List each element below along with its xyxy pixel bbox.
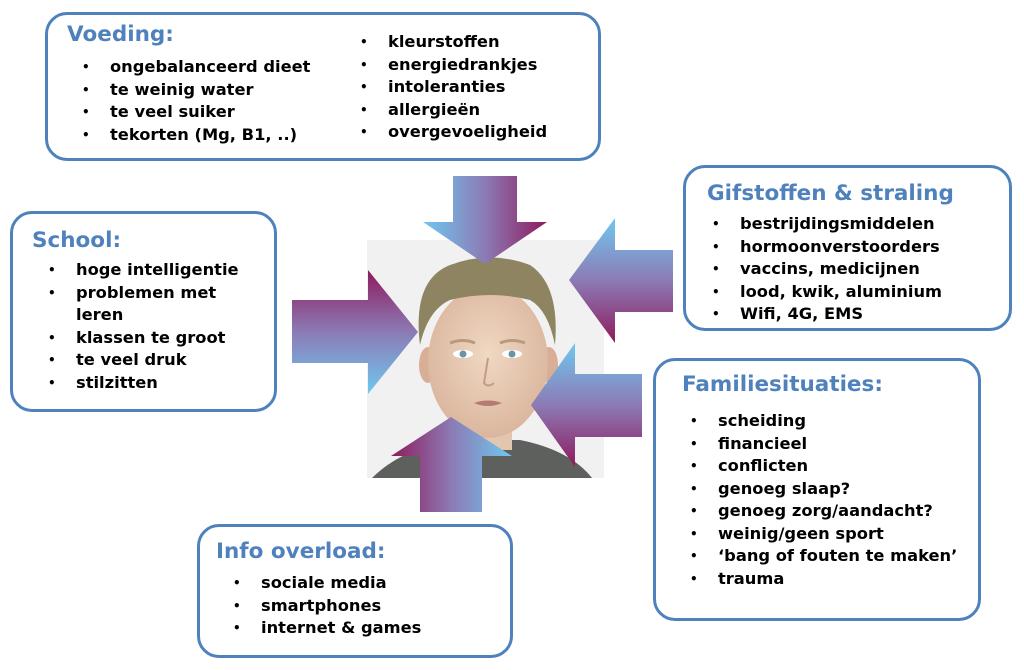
list-item: weinig/geen sport <box>690 523 957 546</box>
info-title: Info overload: <box>216 539 386 564</box>
list-item: bestrijdingsmiddelen <box>712 213 942 236</box>
list-item: stilzitten <box>48 372 258 395</box>
list-item: hormoonverstoorders <box>712 236 942 259</box>
list-item: te veel suiker <box>82 101 310 124</box>
list-item: smartphones <box>233 595 421 618</box>
school-list: hoge intelligentie problemen met leren k… <box>48 259 258 394</box>
list-item: genoeg slaap? <box>690 478 957 501</box>
voeding-list-right: kleurstoffen energiedrankjes intoleranti… <box>360 31 547 144</box>
list-item: hoge intelligentie <box>48 259 258 282</box>
list-item: Wifi, 4G, EMS <box>712 303 942 326</box>
voeding-list-left: ongebalanceerd dieet te weinig water te … <box>82 56 310 146</box>
familie-title: Familiesituaties: <box>682 372 883 397</box>
arrow-from-familie <box>531 343 642 467</box>
list-item: financieel <box>690 433 957 456</box>
list-item: vaccins, medicijnen <box>712 258 942 281</box>
info-list: sociale media smartphones internet & gam… <box>233 572 421 640</box>
list-item: genoeg zorg/aandacht? <box>690 500 957 523</box>
arrow-from-voeding <box>423 176 547 264</box>
school-title: School: <box>32 228 122 253</box>
gifstoffen-title: Gifstoffen & straling <box>707 181 954 206</box>
list-item: sociale media <box>233 572 421 595</box>
list-item: energiedrankjes <box>360 54 547 77</box>
gifstoffen-list: bestrijdingsmiddelen hormoonverstoorders… <box>712 213 942 326</box>
list-item: lood, kwik, aluminium <box>712 281 942 304</box>
voeding-title: Voeding: <box>67 22 174 47</box>
list-item: intoleranties <box>360 76 547 99</box>
list-item: trauma <box>690 568 957 591</box>
familie-list: scheiding financieel conflicten genoeg s… <box>690 410 957 590</box>
list-item: klassen te groot <box>48 327 258 350</box>
list-item: ‘bang of fouten te maken’ <box>690 545 957 568</box>
list-item: ongebalanceerd dieet <box>82 56 310 79</box>
arrow-from-school <box>292 270 418 394</box>
arrow-from-gifstoffen <box>569 218 673 343</box>
list-item: scheiding <box>690 410 957 433</box>
list-item: overgevoeligheid <box>360 121 547 144</box>
arrow-from-info <box>391 417 512 512</box>
list-item: internet & games <box>233 617 421 640</box>
list-item: kleurstoffen <box>360 31 547 54</box>
list-item: te veel druk <box>48 349 258 372</box>
list-item: conflicten <box>690 455 957 478</box>
list-item: problemen met leren <box>48 282 258 327</box>
list-item: allergieën <box>360 99 547 122</box>
list-item: te weinig water <box>82 79 310 102</box>
list-item: tekorten (Mg, B1, ..) <box>82 124 310 147</box>
